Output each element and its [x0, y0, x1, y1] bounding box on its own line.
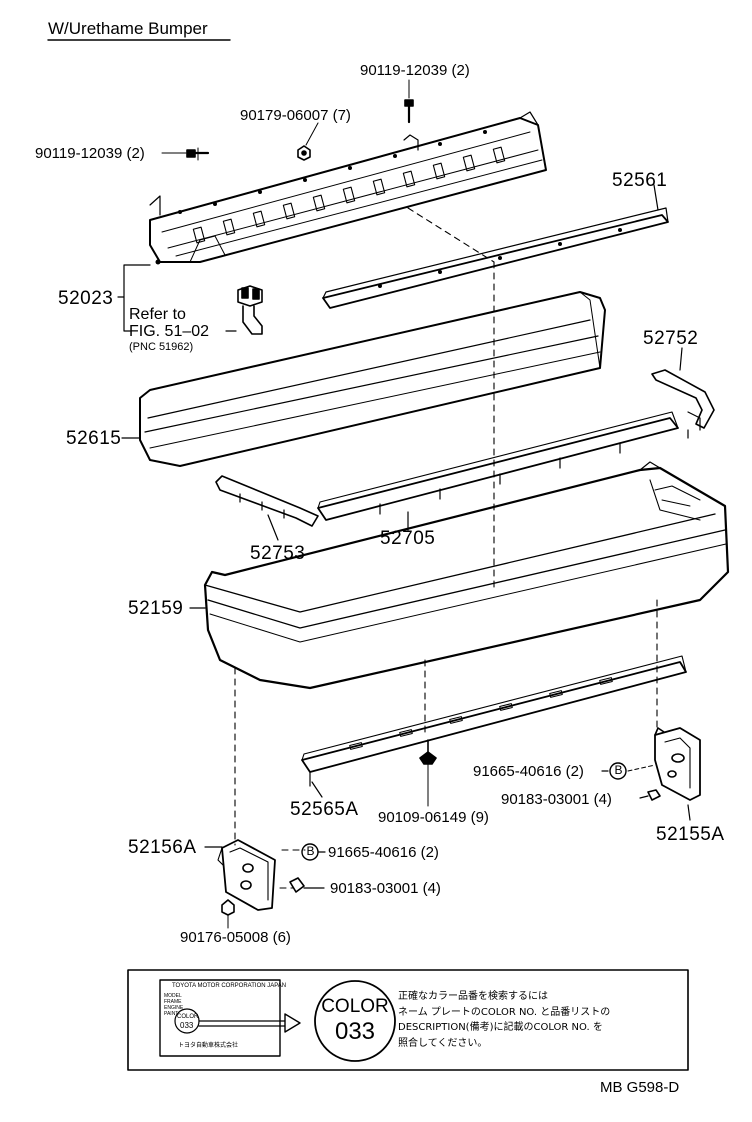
color-code-circle — [314, 980, 396, 1062]
bumper-reinforcement — [149, 111, 547, 265]
note-line: DESCRIPTION(備考)に記載のCOLOR NO. を — [398, 1022, 603, 1033]
refer-fig: FIG. 51–02 — [129, 323, 210, 340]
nut-icon — [639, 789, 661, 801]
plate-line: FRAME — [164, 999, 182, 1005]
part-label: 90176-05008 (6) — [180, 929, 291, 946]
clip-icon — [419, 739, 437, 807]
connector-bracket — [237, 285, 263, 335]
part-label: 90119-12039 (2) — [35, 145, 145, 162]
part-label: 52752 — [643, 328, 699, 349]
bumper-cover — [139, 291, 606, 467]
refer-label: Refer to — [129, 306, 186, 323]
bracket-right — [654, 727, 701, 801]
footer-code: MB G598-D — [600, 1079, 680, 1096]
plate-color-word: COLOR — [177, 1014, 199, 1020]
nut-icon — [221, 899, 235, 929]
note-line: ネーム プレートのCOLOR NO. と品番リストの — [398, 1006, 611, 1018]
plate-line: MODEL — [164, 993, 182, 999]
part-label: 52615 — [66, 428, 122, 449]
rear-bumper — [203, 461, 730, 690]
part-label: 52705 — [380, 528, 436, 549]
plate-line: ENGINE — [164, 1005, 184, 1011]
part-label: 52155A — [656, 824, 725, 845]
part-label: 90119-12039 (2) — [360, 62, 470, 79]
bracket-left — [217, 839, 276, 911]
callout-b-label: B — [614, 763, 623, 777]
plate-color-code: 033 — [180, 1021, 194, 1030]
color-code: 033 — [334, 1018, 376, 1045]
upper-retainer — [322, 207, 669, 309]
part-label: 91665-40616 (2) — [328, 844, 439, 861]
part-label: 90183-03001 (4) — [501, 791, 612, 808]
bolt-icon — [404, 79, 414, 124]
note-box — [127, 969, 689, 1071]
part-label: 52753 — [250, 543, 306, 564]
color-word: COLOR — [321, 996, 389, 1017]
diagram-title: W/Urethame Bumper — [48, 19, 208, 38]
part-label: 90109-06149 (9) — [378, 809, 489, 826]
callout-b-circle — [609, 762, 627, 780]
part-label: 91665-40616 (2) — [473, 763, 584, 780]
plate-lines: MODEL FRAME ENGINE PAINT — [164, 993, 183, 1017]
plate-title: TOYOTA MOTOR CORPORATION JAPAN — [172, 983, 287, 989]
refer-pnc: (PNC 51962) — [129, 341, 194, 353]
part-label: 52159 — [128, 598, 184, 619]
note-text: 正確なカラー品番を検索するには ネーム プレートのCOLOR NO. と品番リス… — [398, 989, 610, 1051]
callout-b-label: B — [306, 844, 315, 858]
side-retainer-left — [215, 475, 319, 527]
plate-footer: トヨタ自動車株式会社 — [178, 1042, 239, 1049]
part-label: 52561 — [612, 170, 668, 191]
plate-line: PAINT — [164, 1011, 179, 1017]
part-label: 90183-03001 (4) — [330, 880, 441, 897]
note-line: 照合してください。 — [398, 1037, 488, 1049]
nut-icon — [289, 877, 325, 893]
name-plate — [159, 979, 301, 1057]
lower-retainer — [301, 655, 687, 787]
center-retainer — [317, 411, 679, 521]
part-label: 52565A — [290, 799, 359, 820]
part-label: 52156A — [128, 837, 197, 858]
part-label: 52023 — [58, 288, 114, 309]
nut-icon — [297, 122, 319, 161]
bolt-icon — [161, 147, 210, 161]
side-retainer-right — [651, 369, 715, 439]
part-label: 90179-06007 (7) — [240, 107, 351, 124]
note-line: 正確なカラー品番を検索するには — [398, 991, 548, 1002]
